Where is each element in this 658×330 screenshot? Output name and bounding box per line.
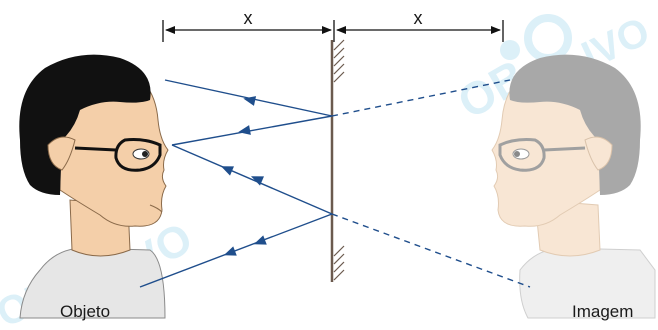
ray-upper-extension [331,79,511,117]
distance-label-right: x [414,8,423,28]
ray-upper-incident [171,115,333,146]
arrow-ray-lower-out [223,246,237,256]
arrow-ray-upper [243,96,257,106]
arrow-ray-upper-2 [238,125,251,135]
distance-dimensions: x x [162,8,504,42]
object-caption: Objeto [60,302,111,321]
ray-lower-extension [331,213,531,288]
plane-mirror [330,39,345,282]
image-caption: Imagem [572,302,634,321]
distance-label-left: x [244,8,253,28]
arrow-ray-lower-out-2 [253,235,267,245]
ray-lower-reflected [139,213,333,288]
object-figure [19,54,169,319]
ray-arrowheads [220,96,267,256]
arrow-ray-lower-in-2 [250,176,264,186]
ray-lower-incident [171,144,333,215]
arrow-ray-lower-in [220,166,234,176]
image-figure [491,54,656,319]
